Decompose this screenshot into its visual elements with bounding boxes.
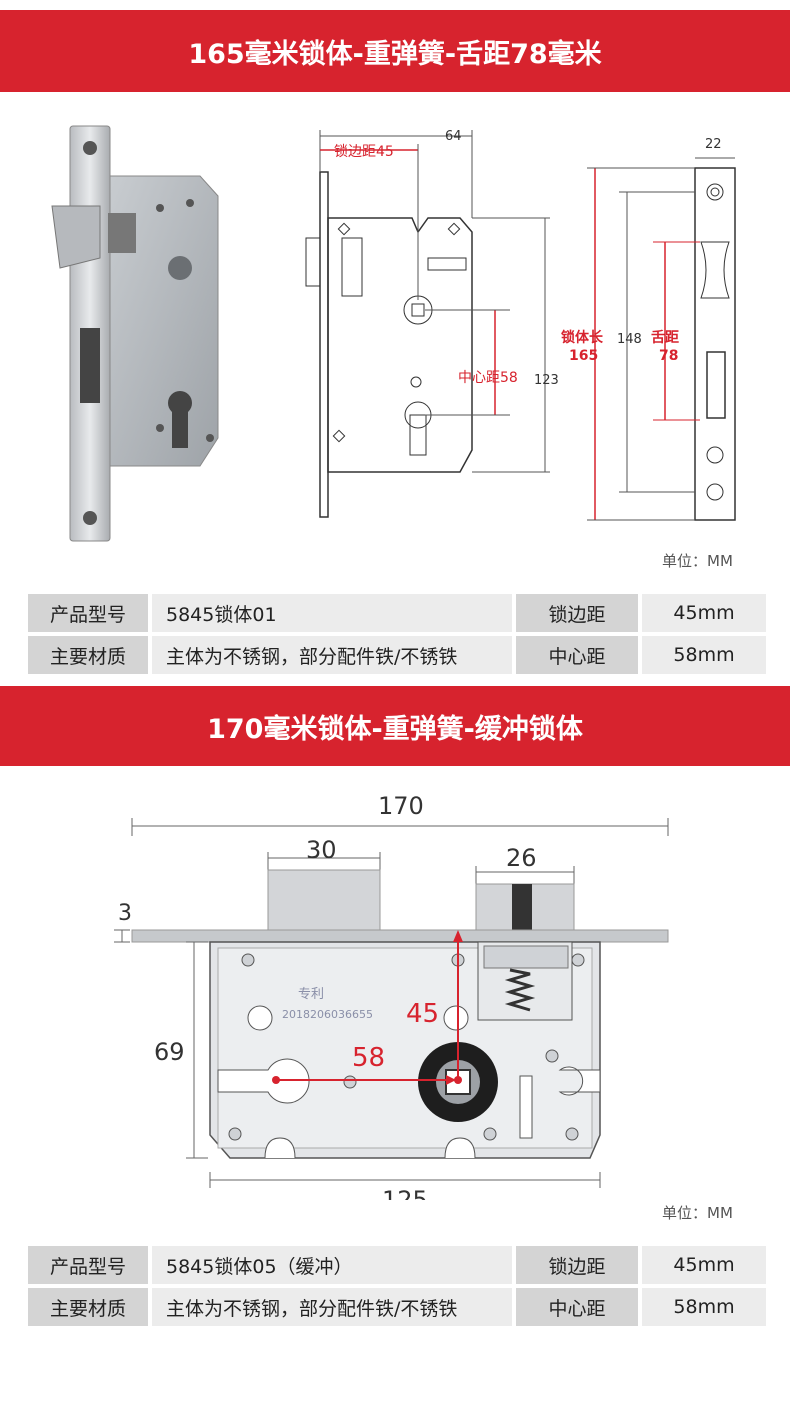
dim-center: 58 bbox=[352, 1043, 385, 1073]
section1-unit: 单位：MM bbox=[662, 552, 733, 570]
dim-backset: 45 bbox=[406, 999, 439, 1029]
cell-backset-label: 锁边距 bbox=[516, 594, 638, 632]
cell-material-label: 主要材质 bbox=[28, 1288, 148, 1326]
cell-model-value: 5845锁体05（缓冲） bbox=[152, 1246, 512, 1284]
cell-center-value: 58mm bbox=[642, 636, 766, 674]
cell-material-value: 主体为不锈钢，部分配件铁/不锈铁 bbox=[152, 1288, 512, 1326]
dim-body-len-label: 锁体长 bbox=[561, 329, 604, 346]
cell-material-label: 主要材质 bbox=[28, 636, 148, 674]
patent-text: 专利 bbox=[298, 987, 324, 1002]
section1-spec-table: 产品型号 5845锁体01 锁边距 45mm 主要材质 主体为不锈钢，部分配件铁… bbox=[24, 590, 770, 678]
dim-body-len-value: 165 bbox=[569, 348, 598, 364]
dim-case-width: 125 bbox=[382, 1186, 428, 1200]
dim-height: 123 bbox=[534, 373, 559, 388]
table-row: 主要材质 主体为不锈钢，部分配件铁/不锈铁 中心距 58mm bbox=[28, 1288, 766, 1326]
table-row: 产品型号 5845锁体01 锁边距 45mm bbox=[28, 594, 766, 632]
dim-height: 69 bbox=[154, 1038, 185, 1066]
cell-backset-value: 45mm bbox=[642, 1246, 766, 1284]
cell-center-label: 中心距 bbox=[516, 1288, 638, 1326]
section2-title: 170毫米锁体-重弹簧-缓冲锁体 bbox=[207, 713, 583, 745]
cell-material-value: 主体为不锈钢，部分配件铁/不锈铁 bbox=[152, 636, 512, 674]
cell-model-label: 产品型号 bbox=[28, 594, 148, 632]
dim-latch-value: 78 bbox=[659, 348, 678, 364]
section2-title-banner: 170毫米锁体-重弹簧-缓冲锁体 bbox=[0, 686, 790, 766]
dim-bolt-width: 30 bbox=[306, 836, 337, 864]
cell-model-label: 产品型号 bbox=[28, 1246, 148, 1284]
dim-center: 中心距58 bbox=[458, 370, 518, 386]
cell-center-label: 中心距 bbox=[516, 636, 638, 674]
dim-latch-width: 26 bbox=[506, 844, 537, 872]
dim-width: 64 bbox=[445, 129, 462, 144]
dim-inner: 148 bbox=[617, 332, 642, 347]
dim-total-width: 170 bbox=[378, 792, 424, 820]
cell-backset-value: 45mm bbox=[642, 594, 766, 632]
dim-backset: 锁边距45 bbox=[334, 144, 394, 160]
cell-backset-label: 锁边距 bbox=[516, 1246, 638, 1284]
section2-spec-table: 产品型号 5845锁体05（缓冲） 锁边距 45mm 主要材质 主体为不锈钢，部… bbox=[24, 1242, 770, 1330]
dim-side-width: 22 bbox=[705, 137, 722, 152]
table-row: 产品型号 5845锁体05（缓冲） 锁边距 45mm bbox=[28, 1246, 766, 1284]
table-row: 主要材质 主体为不锈钢，部分配件铁/不锈铁 中心距 58mm bbox=[28, 636, 766, 674]
drawing-170: 170 30 26 3 专利 2018206036655 5 bbox=[114, 792, 669, 1200]
dim-latch-label: 舌距 bbox=[651, 329, 679, 346]
drawing-front-165: 64 锁边距45 中心距58 123 bbox=[305, 129, 559, 518]
section1-title: 165毫米锁体-重弹簧-舌距78毫米 bbox=[188, 38, 602, 70]
cell-model-value: 5845锁体01 bbox=[152, 594, 512, 632]
lock-photo-165 bbox=[51, 125, 219, 542]
section1-title-banner: 165毫米锁体-重弹簧-舌距78毫米 bbox=[0, 10, 790, 92]
section2-unit: 单位：MM bbox=[662, 1204, 733, 1222]
cell-center-value: 58mm bbox=[642, 1288, 766, 1326]
patent-number: 2018206036655 bbox=[282, 1008, 373, 1021]
dim-faceplate: 3 bbox=[118, 901, 132, 926]
drawing-side-165: 22 锁体长 165 148 舌距 78 bbox=[561, 137, 736, 521]
